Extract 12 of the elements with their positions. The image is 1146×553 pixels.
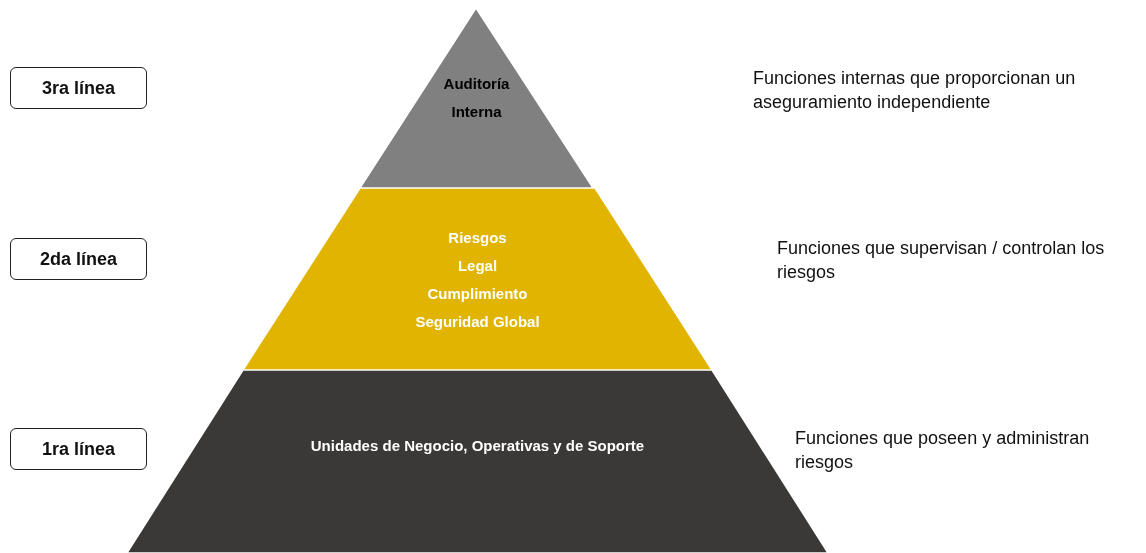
line-level-box: 1ra línea — [10, 428, 147, 470]
description-text: Funciones internas que proporcionan un aseguramiento independiente — [753, 67, 1077, 114]
tier-label: Legal — [457, 256, 498, 276]
description-text: Funciones que supervisan / controlan los riesgos — [777, 237, 1106, 284]
tier-label: Unidades de Negocio, Operativas y de Soporte — [310, 436, 645, 456]
line-level-box: 3ra línea — [10, 67, 147, 109]
tier-label: Cumplimiento — [427, 284, 528, 304]
tier-label: Auditoría Interna — [442, 74, 511, 122]
line-level-box: 2da línea — [10, 238, 147, 280]
tier-label: Seguridad Global — [415, 312, 540, 332]
description-text: Funciones que poseen y administran riesgos — [795, 427, 1091, 474]
tier-label: Riesgos — [448, 228, 507, 248]
